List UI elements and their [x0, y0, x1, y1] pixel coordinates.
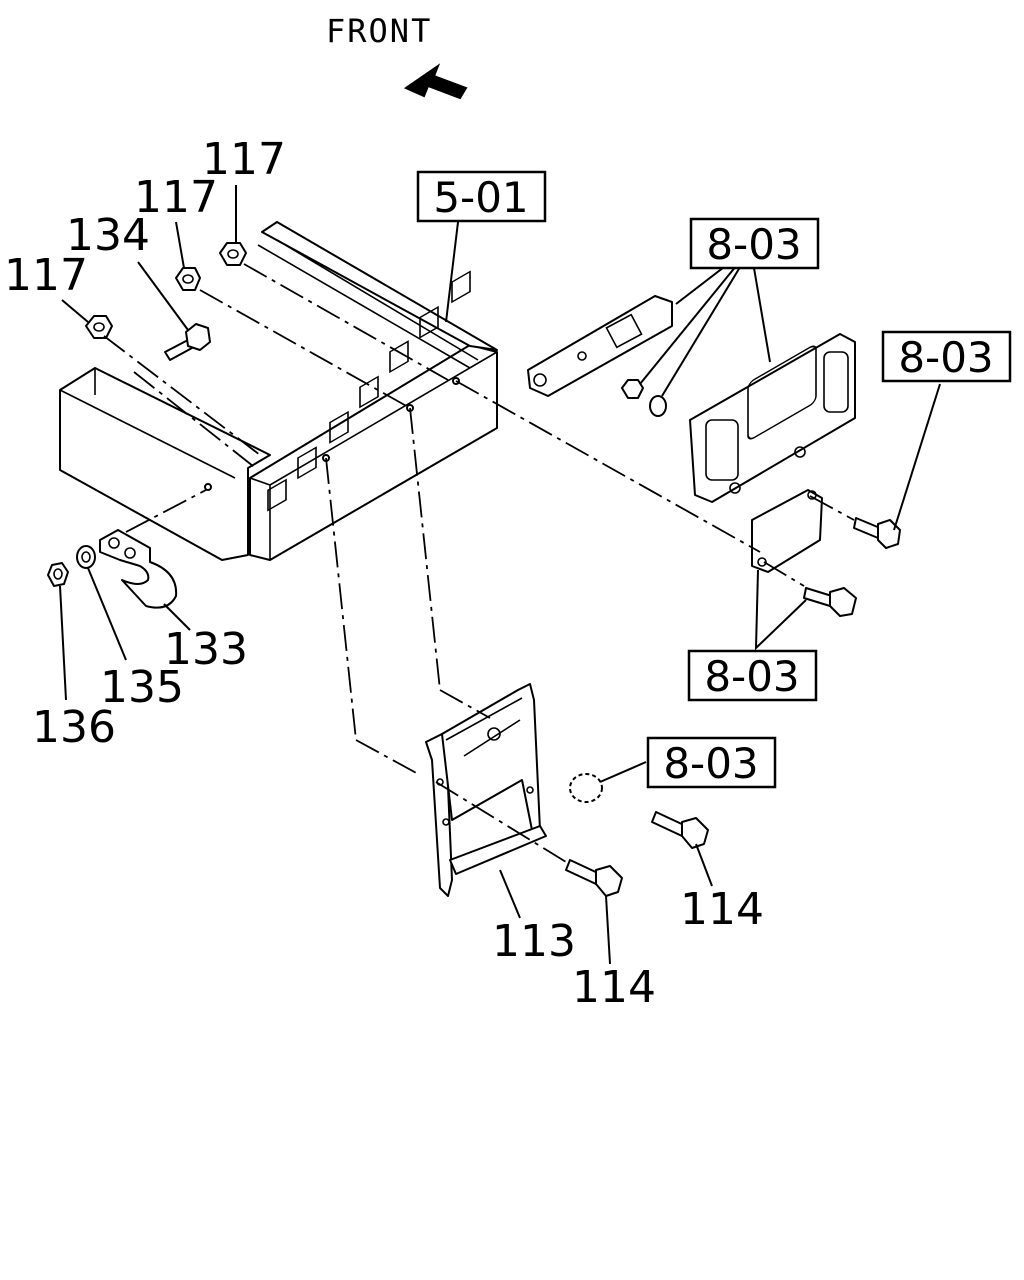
- lamp-washer-icon: [649, 395, 667, 417]
- front-arrow-icon: [403, 63, 468, 100]
- ref-box-label: 5-01: [433, 173, 528, 222]
- bolt-134-icon: [164, 323, 211, 361]
- frame-rail: [59, 221, 498, 561]
- ref-box-8-03-lamp[interactable]: 8-03: [689, 217, 820, 270]
- callout-136: 136: [32, 702, 116, 753]
- nut-117-icon: [175, 267, 201, 291]
- bolt-114-icon: [565, 859, 623, 897]
- lamp-bracket: [527, 295, 673, 397]
- ref-box-label: 8-03: [706, 220, 801, 269]
- nut-136-icon: [47, 562, 69, 587]
- callout-113: 113: [492, 916, 576, 967]
- lamp-mount-plate: [751, 489, 823, 573]
- ref-box-label: 8-03: [898, 333, 993, 382]
- lamp-nut-icon: [621, 379, 644, 399]
- ref-box-5-01[interactable]: 5-01: [416, 170, 547, 223]
- washer-135-icon: [76, 545, 96, 569]
- ref-box-label: 8-03: [704, 652, 799, 701]
- assembly-lines: [103, 263, 855, 863]
- bolt-114-icon: [651, 811, 709, 849]
- ref-box-label: 8-03: [663, 739, 758, 788]
- combination-lamp: [689, 333, 856, 503]
- lamp-bolt-icon: [853, 517, 901, 549]
- callout-114: 114: [572, 962, 656, 1013]
- callout-134: 134: [66, 210, 150, 261]
- nut-117-icon: [85, 315, 113, 339]
- callout-133: 133: [164, 624, 248, 675]
- nut-117-icon: [219, 242, 247, 266]
- callout-117: 117: [202, 134, 286, 185]
- callout-117: 117: [134, 172, 218, 223]
- callout-117: 117: [4, 250, 88, 301]
- front-label: FRONT: [326, 12, 432, 50]
- tow-hook-133-icon: [99, 529, 178, 609]
- callout-135: 135: [100, 662, 184, 713]
- lamp-bolt-icon: [803, 587, 857, 617]
- callout-114: 114: [680, 884, 764, 935]
- ref-box-8-03-plate[interactable]: 8-03: [687, 649, 818, 702]
- bulb-socket-icon: [569, 773, 603, 803]
- ref-box-8-03-bulb[interactable]: 8-03: [646, 736, 777, 789]
- ref-box-8-03-bolt[interactable]: 8-03: [881, 330, 1012, 383]
